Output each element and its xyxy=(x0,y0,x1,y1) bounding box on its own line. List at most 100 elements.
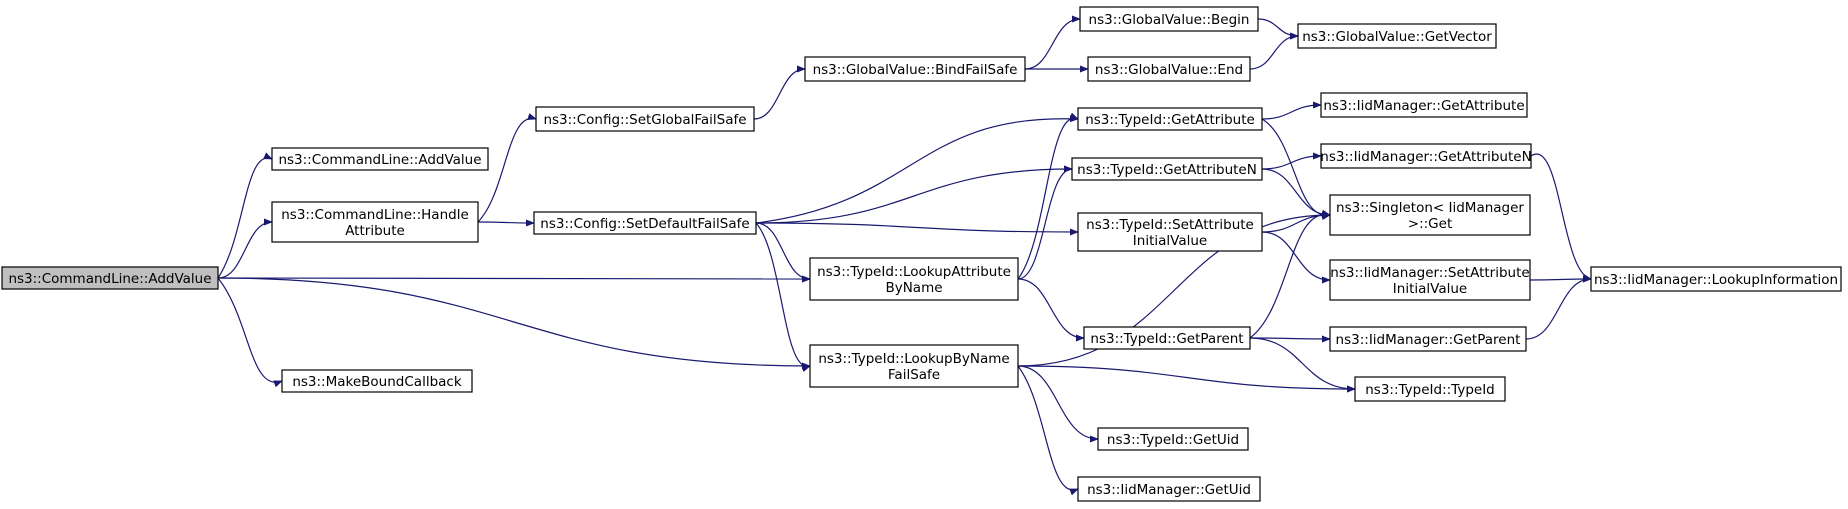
node-label: ns3::CommandLine::AddValue xyxy=(278,152,481,168)
node-make-bound[interactable]: ns3::MakeBoundCallback xyxy=(281,369,473,393)
edge-cl_handle-to-cfg_setdefault xyxy=(477,219,535,227)
node-label: ns3::TypeId::LookupAttribute xyxy=(817,264,1011,280)
edge-tid_getattrn-to-singleton_get xyxy=(1261,168,1331,219)
node-label: ns3::IidManager::GetAttribute xyxy=(1323,98,1524,114)
node-box xyxy=(1077,212,1263,252)
node-label: ns3::MakeBoundCallback xyxy=(292,374,462,390)
node-box xyxy=(1077,107,1263,131)
edge-tid_lookupattr-to-tid_getattr xyxy=(1017,112,1079,280)
edge-cfg_setdefault-to-tid_setattr xyxy=(755,222,1079,236)
node-iid-getuid[interactable]: ns3::IidManager::GetUid xyxy=(1077,476,1261,502)
node-iid-lookupinfo[interactable]: ns3::IidManager::LookupInformation xyxy=(1590,266,1842,292)
node-iid-getattr[interactable]: ns3::IidManager::GetAttribute xyxy=(1320,92,1528,118)
node-box xyxy=(1077,476,1261,502)
node-label: ns3::TypeId::GetParent xyxy=(1090,331,1243,347)
edge-iid_getattrn-to-iid_lookupinfo xyxy=(1530,153,1592,281)
node-box xyxy=(533,211,757,235)
node-tid-getuid[interactable]: ns3::TypeId::GetUid xyxy=(1097,427,1249,451)
edge-tid_lookupattr-to-tid_getparent xyxy=(1017,278,1085,342)
edge-tid_lookupbyname-to-tid_getuid xyxy=(1017,365,1099,443)
node-root[interactable]: ns3::CommandLine::AddValue xyxy=(1,266,219,290)
node-tid-getattrn[interactable]: ns3::TypeId::GetAttributeN xyxy=(1071,157,1263,181)
node-label: ns3::IidManager::GetParent xyxy=(1336,332,1521,348)
edge-layer xyxy=(217,15,1592,496)
node-box xyxy=(1083,326,1251,350)
node-label: ns3::TypeId::LookupByName xyxy=(818,351,1009,367)
edge-tid_lookupattr-to-tid_getattrn xyxy=(1017,165,1073,280)
node-box xyxy=(1590,266,1842,292)
node-label: FailSafe xyxy=(888,367,940,383)
edge-tid_getattr-to-iid_getattr xyxy=(1261,101,1322,120)
node-label: ns3::IidManager::GetAttributeN xyxy=(1320,149,1531,165)
node-tid-getattr[interactable]: ns3::TypeId::GetAttribute xyxy=(1077,107,1263,131)
node-box xyxy=(1297,23,1497,49)
node-iid-getparent[interactable]: ns3::IidManager::GetParent xyxy=(1329,326,1527,352)
edge-tid_lookupbyname-to-iid_getuid xyxy=(1017,365,1079,496)
node-label: ByName xyxy=(885,280,942,296)
node-box xyxy=(271,147,489,171)
node-box xyxy=(1097,427,1249,451)
node-box xyxy=(1,266,219,290)
node-box xyxy=(804,56,1026,82)
node-label: ns3::TypeId::SetAttribute xyxy=(1086,217,1254,233)
node-label: InitialValue xyxy=(1133,233,1207,249)
node-cfg-setdefault[interactable]: ns3::Config::SetDefaultFailSafe xyxy=(533,211,757,235)
node-label: ns3::TypeId::GetUid xyxy=(1107,432,1239,448)
node-gv-begin[interactable]: ns3::GlobalValue::Begin xyxy=(1079,6,1259,32)
node-label: ns3::CommandLine::Handle xyxy=(281,207,469,223)
node-gv-getvector[interactable]: ns3::GlobalValue::GetVector xyxy=(1297,23,1497,49)
node-layer: ns3::CommandLine::AddValuens3::CommandLi… xyxy=(1,6,1842,502)
node-label: ns3::CommandLine::AddValue xyxy=(8,271,211,287)
node-box xyxy=(1329,259,1531,301)
node-iid-getattrn[interactable]: ns3::IidManager::GetAttributeN xyxy=(1320,143,1532,169)
edge-gv_begin-to-gv_getvector xyxy=(1257,18,1299,40)
node-label: ns3::IidManager::LookupInformation xyxy=(1594,272,1838,288)
node-label: ns3::IidManager::GetUid xyxy=(1087,482,1251,498)
node-tid-typeid[interactable]: ns3::TypeId::TypeId xyxy=(1354,376,1506,402)
edge-root-to-tid_lookupattr xyxy=(217,275,811,283)
edge-cfg_setglobal-to-gv_bind xyxy=(753,65,806,120)
node-label: ns3::Config::SetGlobalFailSafe xyxy=(543,112,746,128)
node-iid-setattr[interactable]: ns3::IidManager::SetAttributeInitialValu… xyxy=(1329,259,1531,301)
node-cl-addvalue2[interactable]: ns3::CommandLine::AddValue xyxy=(271,147,489,171)
node-gv-end[interactable]: ns3::GlobalValue::End xyxy=(1087,56,1251,82)
node-label: >::Get xyxy=(1408,216,1452,232)
node-box xyxy=(1079,6,1259,32)
node-box xyxy=(281,369,473,393)
edge-tid_lookupbyname-to-tid_typeid xyxy=(1017,365,1356,393)
edge-cfg_setdefault-to-tid_lookupattr xyxy=(755,222,811,283)
edge-cfg_setdefault-to-tid_lookupbyname xyxy=(755,222,811,372)
edge-cfg_setdefault-to-tid_getattrn xyxy=(755,165,1073,224)
node-tid-getparent[interactable]: ns3::TypeId::GetParent xyxy=(1083,326,1251,350)
node-singleton-get[interactable]: ns3::Singleton< IidManager >::Get xyxy=(1329,194,1531,236)
edge-root-to-cl_handle xyxy=(217,218,273,279)
node-label: ns3::GlobalValue::End xyxy=(1095,62,1243,78)
edge-tid_getattrn-to-iid_getattrn xyxy=(1261,152,1322,170)
edge-gv_bind-to-gv_begin xyxy=(1024,15,1081,70)
edge-root-to-make_bound xyxy=(217,277,283,388)
node-label: InitialValue xyxy=(1393,281,1467,297)
node-label: ns3::IidManager::SetAttribute xyxy=(1330,265,1529,281)
node-box xyxy=(809,344,1019,388)
edge-tid_getparent-to-singleton_get xyxy=(1249,209,1331,339)
node-box xyxy=(1071,157,1263,181)
node-cfg-setglobal[interactable]: ns3::Config::SetGlobalFailSafe xyxy=(535,106,755,132)
node-label: ns3::Singleton< IidManager xyxy=(1336,200,1524,216)
node-label: ns3::Config::SetDefaultFailSafe xyxy=(540,216,749,232)
node-label: ns3::GlobalValue::Begin xyxy=(1089,12,1250,28)
edge-tid_getparent-to-iid_getparent xyxy=(1249,335,1331,343)
node-label: ns3::TypeId::TypeId xyxy=(1365,382,1495,398)
edge-cl_handle-to-cfg_setglobal xyxy=(477,113,537,223)
edge-cfg_setdefault-to-tid_getattr xyxy=(755,115,1079,224)
edge-tid_getattr-to-singleton_get xyxy=(1261,118,1331,220)
node-box xyxy=(535,106,755,132)
node-gv-bind[interactable]: ns3::GlobalValue::BindFailSafe xyxy=(804,56,1026,82)
edge-root-to-tid_lookupbyname xyxy=(217,277,811,370)
node-label: ns3::GlobalValue::BindFailSafe xyxy=(813,62,1018,78)
edge-iid_getparent-to-iid_lookupinfo xyxy=(1525,275,1592,340)
